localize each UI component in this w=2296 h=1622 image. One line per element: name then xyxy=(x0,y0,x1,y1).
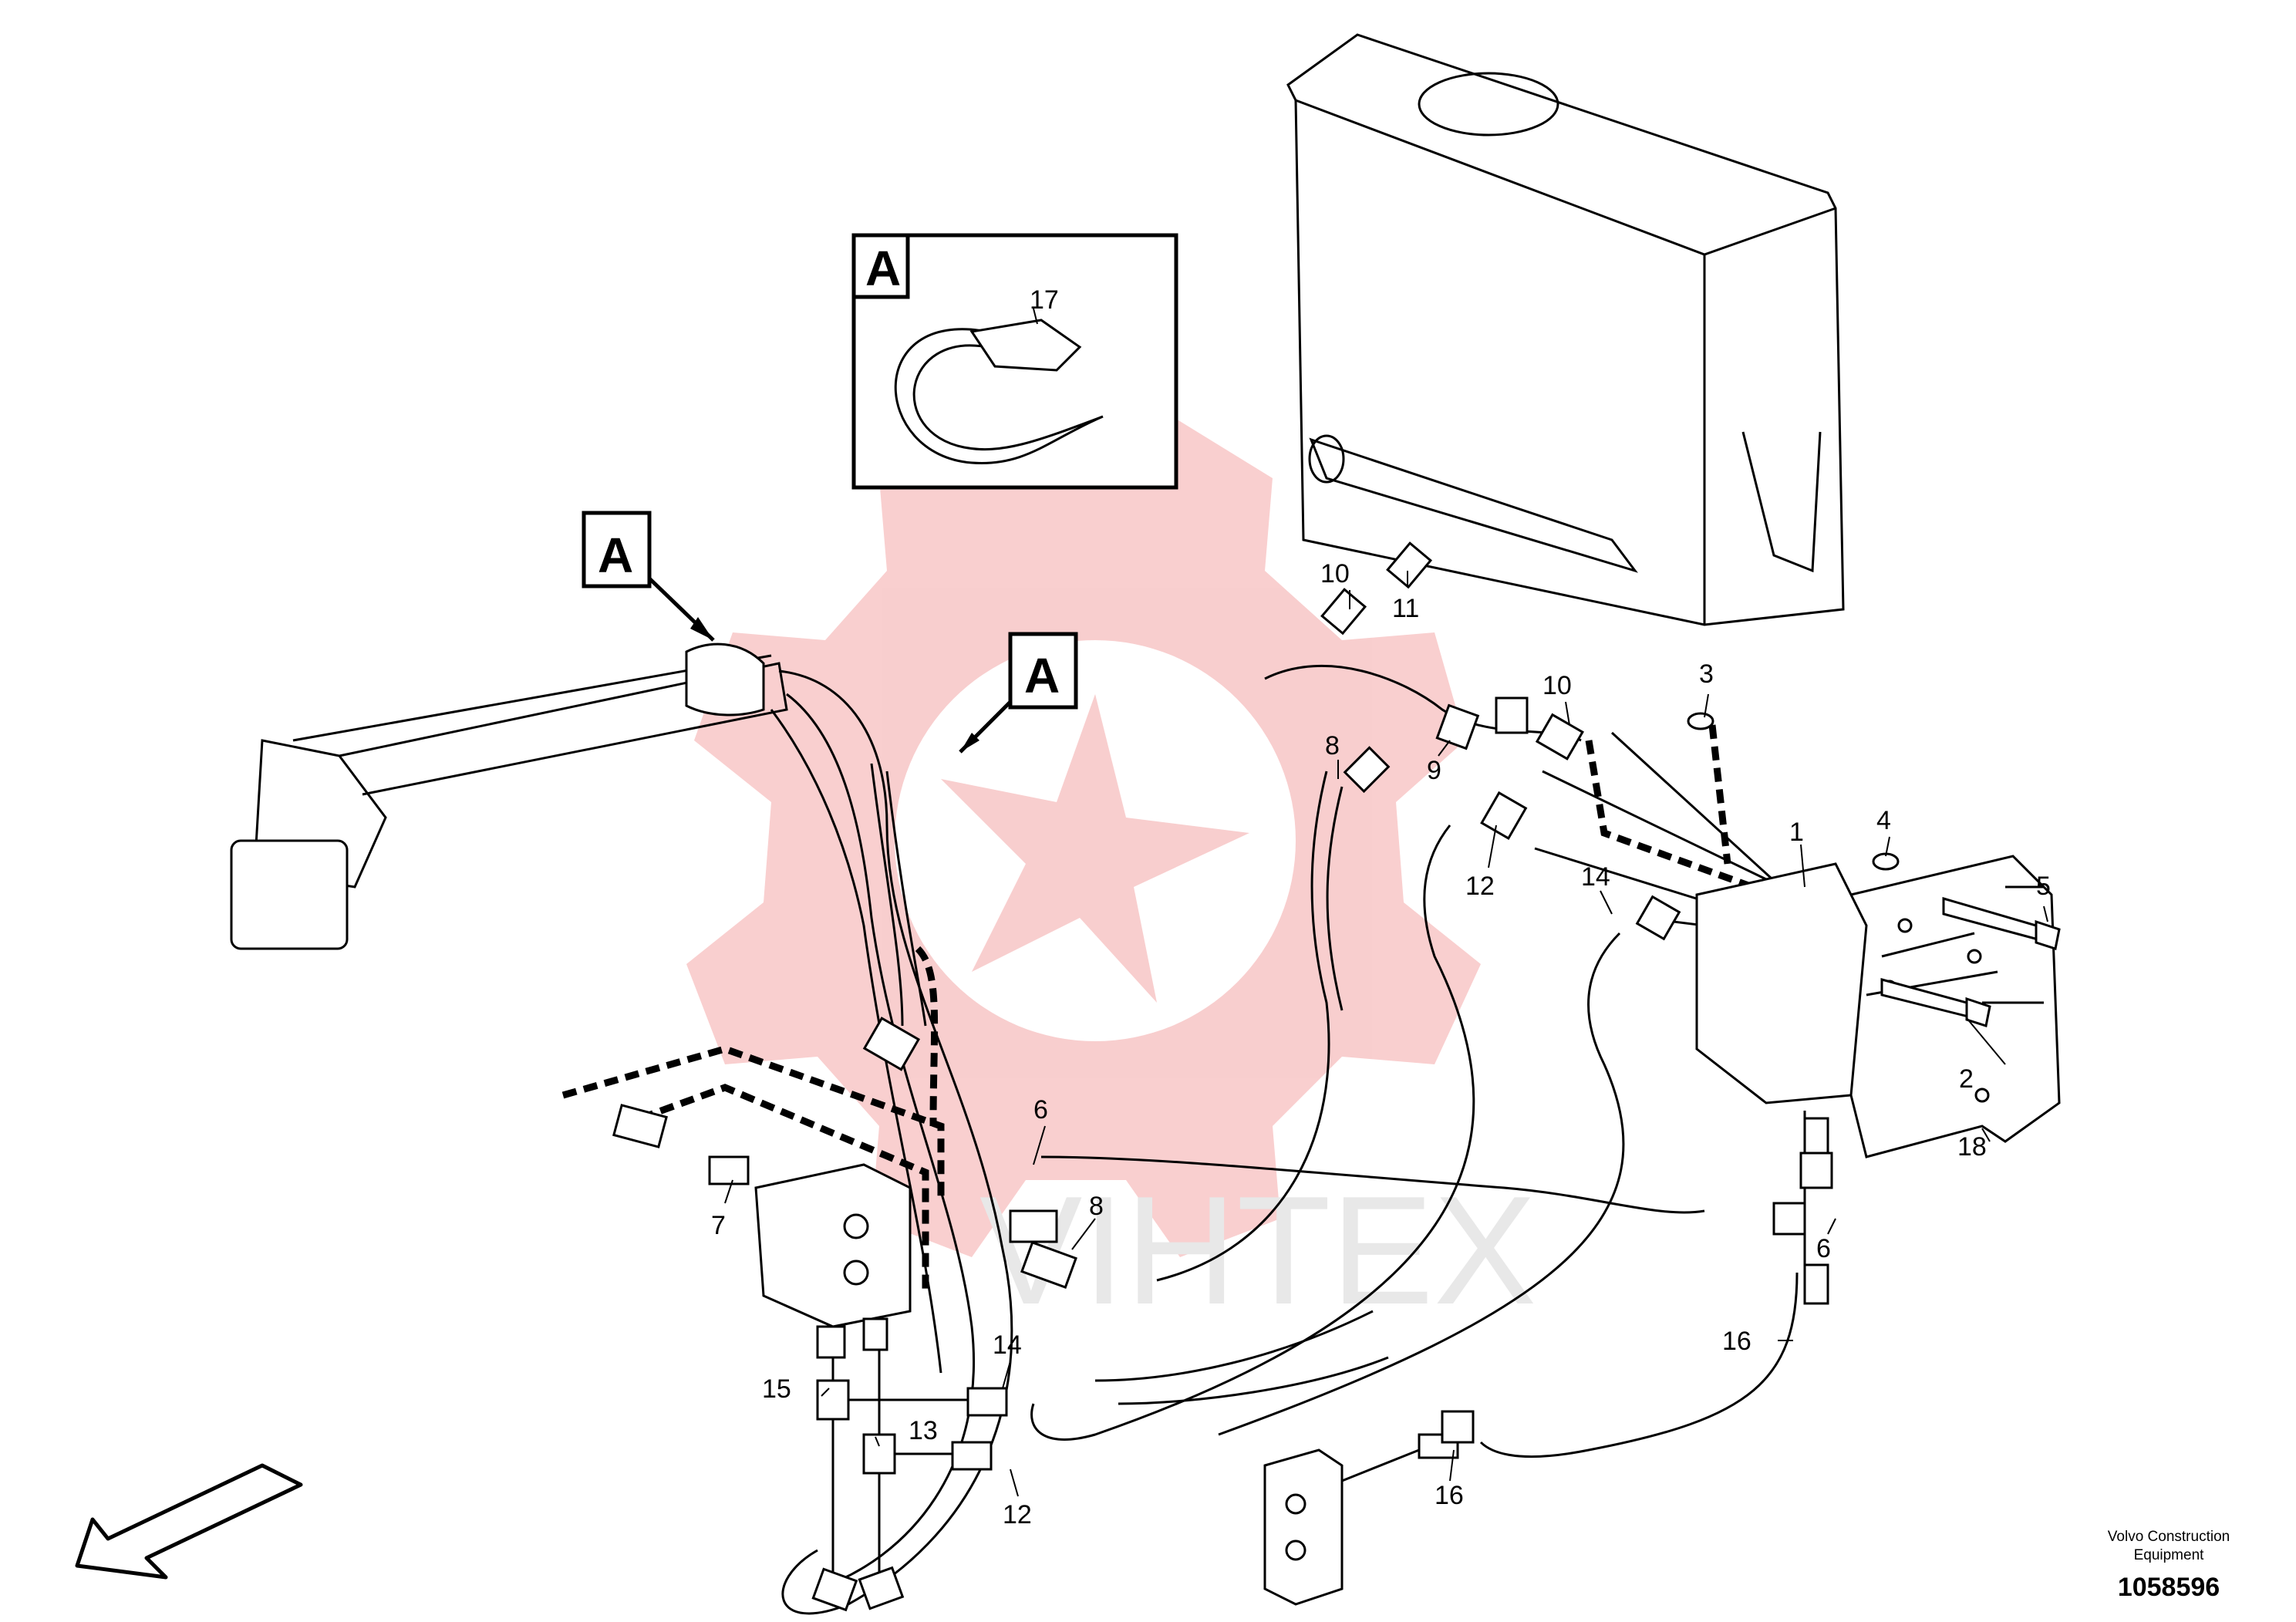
callout-17: 17 xyxy=(1030,285,1059,315)
callout-13: 13 xyxy=(909,1416,938,1445)
callout-16-right: 16 xyxy=(1722,1327,1752,1356)
drawing-number: 1058596 xyxy=(2117,1573,2220,1602)
pilot-control-lever xyxy=(230,642,788,950)
hydraulic-tank xyxy=(1286,33,1845,626)
fasteners xyxy=(1687,712,2061,1027)
callout-11: 11 xyxy=(1392,594,1419,623)
detail-label: A xyxy=(865,241,901,296)
callout-2: 2 xyxy=(1959,1064,1974,1094)
callout-9: 9 xyxy=(1427,756,1441,785)
view-marker-left-label: A xyxy=(598,528,633,583)
view-marker-right xyxy=(959,632,1078,754)
callout-3: 3 xyxy=(1699,659,1714,689)
callout-4: 4 xyxy=(1876,806,1891,835)
shuttle-valve xyxy=(1263,1433,1459,1606)
callout-8-upper: 8 xyxy=(1325,731,1340,760)
callout-6-upper: 6 xyxy=(1033,1095,1048,1125)
callout-6-right: 6 xyxy=(1816,1234,1831,1263)
callout-10-lower: 10 xyxy=(1542,671,1572,700)
company-name-line2: Equipment xyxy=(2133,1547,2204,1563)
auxiliary-valve-block xyxy=(612,1017,1077,1612)
pilot-dashed-lines xyxy=(561,724,1775,1296)
clamp-strap-icon xyxy=(894,328,1104,464)
view-marker-right-label: A xyxy=(1024,648,1060,703)
leader-lines xyxy=(724,571,2048,1497)
callout-15: 15 xyxy=(762,1374,791,1404)
callout-12-lower: 12 xyxy=(1003,1500,1032,1529)
callout-1: 1 xyxy=(1789,818,1804,847)
callout-5: 5 xyxy=(2036,872,2051,901)
company-name-line1: Volvo Construction xyxy=(2107,1529,2230,1545)
callout-7: 7 xyxy=(711,1211,726,1240)
callout-14-upper: 14 xyxy=(1581,862,1610,892)
callout-8-lower: 8 xyxy=(1089,1192,1104,1221)
callout-18: 18 xyxy=(1957,1132,1987,1162)
watermark-text: VIHTEX xyxy=(979,1165,1536,1337)
callout-12-upper: 12 xyxy=(1465,872,1495,901)
callout-10-upper: 10 xyxy=(1320,559,1350,588)
clamp-buckle-icon xyxy=(969,319,1082,372)
hose-lines xyxy=(770,664,1806,1615)
callout-16-lower: 16 xyxy=(1435,1481,1464,1510)
detail-a-panel xyxy=(851,233,1178,490)
hose-fittings xyxy=(1320,541,1833,1444)
callout-14-lower: 14 xyxy=(993,1330,1022,1360)
footer-block: Volvo Construction Equipment 1058596 xyxy=(2080,1528,2257,1603)
direction-arrow-icon xyxy=(75,1463,303,1580)
view-marker-left xyxy=(582,511,715,642)
